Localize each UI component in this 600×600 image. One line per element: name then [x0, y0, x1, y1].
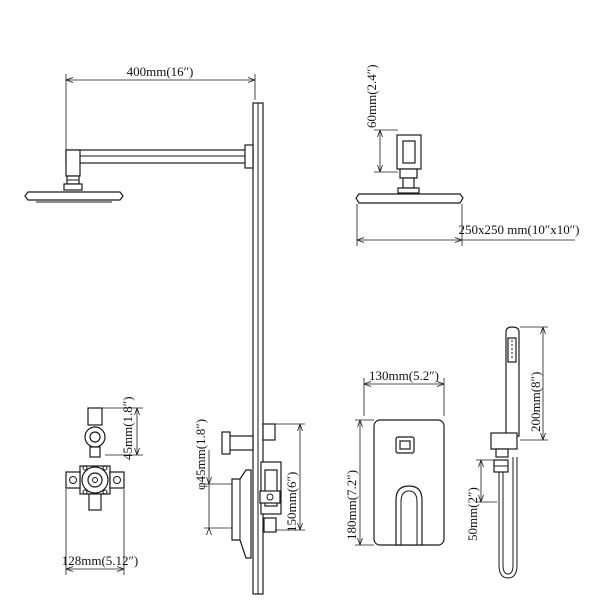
valve-height-label: 45mm(1.8″): [120, 396, 135, 460]
shower-arm-side-view: 400mm(16″): [24, 64, 264, 595]
holder-height-label: 50mm(2″): [465, 487, 480, 541]
handshower-length-label: 200mm(8″): [528, 372, 543, 432]
valve-side-view: φ45mm(1.8″) 150mm(6″): [193, 419, 305, 559]
plate-height-label: 180mm(7.2″): [344, 470, 359, 540]
arm-length-label: 400mm(16″): [127, 64, 194, 79]
hand-shower-view: 200mm(8″) 50mm(2″): [465, 326, 548, 579]
valve-width-label: 128mm(5.12″): [62, 553, 139, 568]
plate-width-label: 130mm(5.2″): [369, 368, 439, 383]
head-size-label: 250x250 mm(10″x10″): [459, 222, 580, 237]
outlet-diameter-label: φ45mm(1.8″): [193, 419, 208, 490]
valve-depth-label: 150mm(6″): [284, 472, 299, 532]
arm-drop-label: 60mm(2.4″): [364, 64, 379, 128]
shower-head-front-view: 60mm(2.4″) 250x250 mm(10″x10″): [355, 64, 580, 246]
valve-body-front-view: 45mm(1.8″) 128mm(5.12″): [62, 396, 143, 575]
trim-plate-front-view: 130mm(5.2″) 180mm(7.2″): [344, 368, 445, 546]
